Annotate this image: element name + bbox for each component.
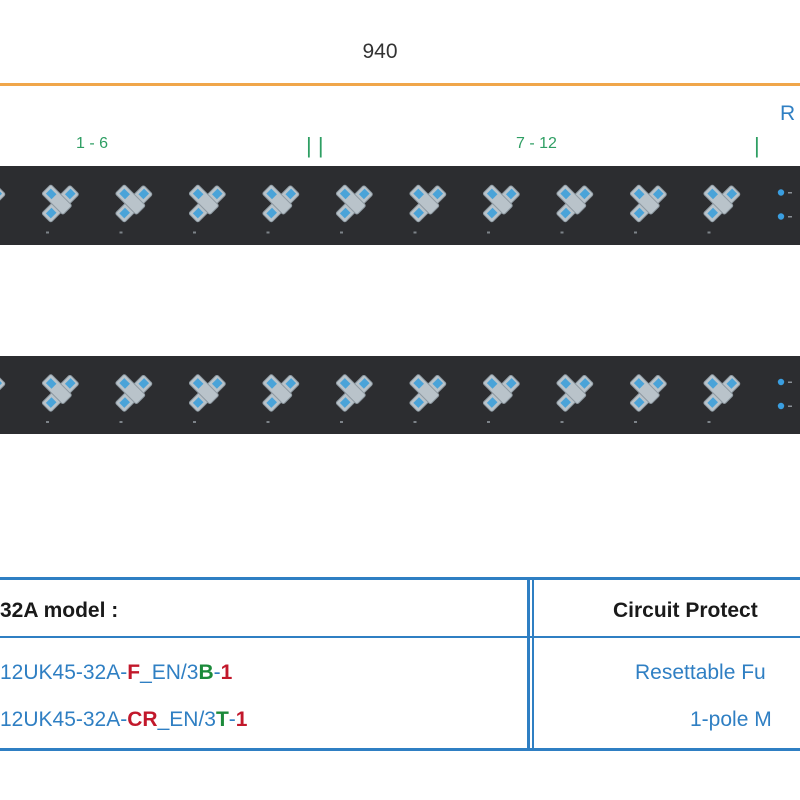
table-bottom-border: [0, 748, 800, 751]
group-label-7-12: 7 - 12: [516, 135, 557, 152]
outlet-number-mark: [560, 231, 564, 234]
outlet-number-mark: [560, 421, 564, 423]
code-language: _EN/3: [157, 708, 216, 731]
group-separator-1: | |: [306, 133, 324, 158]
outlet-number-mark: [487, 231, 490, 234]
group-label-1-6: 1 - 6: [76, 135, 109, 152]
outlet-number-mark: [46, 231, 49, 234]
status-led-icon: [777, 402, 785, 410]
dimension-line: [0, 83, 800, 86]
outlet-socket: [262, 184, 300, 223]
outlet-socket: [629, 184, 667, 223]
status-led-mark: [788, 216, 792, 218]
table-column-divider-a: [527, 577, 530, 751]
table-header-divider: [0, 636, 800, 638]
pdu-strip-bottom-graphic: [0, 374, 792, 423]
outlet-socket: [335, 374, 373, 412]
code-base: 12UK45-32A-: [0, 708, 128, 731]
outlet-socket: [41, 374, 79, 412]
model-table: 32A model : Circuit Protect 12UK45-32A-F…: [0, 577, 800, 751]
outlet-socket: [556, 184, 594, 223]
pdu-strip-bottom: [0, 356, 800, 434]
code-type-option: B: [198, 661, 214, 684]
outlet-number-mark: [340, 231, 343, 234]
outlet-socket: [629, 374, 667, 412]
outlet-socket: [0, 374, 6, 412]
code-dash: -: [228, 708, 236, 731]
outlet-number-mark: [340, 421, 343, 423]
table-header-model: 32A model :: [0, 599, 119, 622]
pdu-strip-top-graphic: [0, 184, 792, 234]
outlet-number-mark: [46, 421, 49, 423]
outlet-socket: [335, 184, 373, 223]
table-header-protection: Circuit Protect: [613, 599, 758, 622]
outlet-socket: [262, 374, 300, 412]
outlet-number-mark: [193, 231, 196, 234]
outlet-socket: [556, 374, 594, 412]
outlet-number-mark: [634, 231, 637, 234]
outlet-number-mark: [413, 231, 417, 234]
protection-row-2: 1-pole M: [690, 708, 772, 731]
outlet-number-mark: [266, 231, 270, 234]
outlet-socket: [41, 184, 79, 223]
outlet-number-mark: [707, 231, 711, 234]
dimension-width-label: 940: [362, 40, 398, 63]
code-base: 12UK45-32A-: [0, 661, 128, 684]
code-protection-option: CR: [127, 708, 158, 731]
outlet-socket: [115, 374, 153, 412]
table-column-divider-b: [532, 577, 534, 751]
protection-row-1: Resettable Fu: [635, 661, 766, 684]
outlet-socket: [482, 374, 520, 412]
outlet-socket: [703, 374, 741, 412]
outlet-number-mark: [266, 421, 270, 423]
outlet-socket: [188, 374, 226, 412]
outlet-number-mark: [487, 421, 490, 423]
code-type-option: T: [215, 708, 229, 731]
status-led-mark: [788, 405, 792, 407]
status-led-mark: [788, 381, 792, 383]
outlet-socket: [0, 185, 6, 223]
outlet-socket: [482, 184, 520, 223]
outlet-socket: [115, 184, 153, 223]
outlet-number-mark: [193, 421, 196, 423]
outlet-number-mark: [707, 421, 711, 423]
code-language: _EN/3: [140, 661, 199, 684]
code-dash: -: [213, 661, 221, 684]
outlet-number-mark: [119, 421, 123, 423]
outlet-number-mark: [634, 421, 637, 423]
outlet-number-mark: [119, 231, 123, 234]
rack-label: R: [780, 102, 796, 125]
status-led-icon: [777, 213, 785, 220]
group-separator-2: |: [754, 133, 760, 158]
outlet-socket: [409, 374, 447, 412]
outlet-number-mark: [413, 421, 417, 423]
outlet-socket: [188, 184, 226, 223]
model-code-row-1: 12UK45-32A-F_EN/3B-1: [0, 661, 232, 685]
code-suffix: 1: [235, 708, 248, 731]
outlet-socket: [703, 184, 741, 223]
code-protection-option: F: [127, 661, 141, 684]
table-top-border: [0, 577, 800, 580]
model-code-row-2: 12UK45-32A-CR_EN/3T-1: [0, 708, 247, 732]
outlet-socket: [409, 184, 447, 223]
status-led-mark: [788, 192, 792, 194]
status-led-icon: [777, 378, 785, 386]
code-suffix: 1: [220, 661, 233, 684]
status-led-icon: [777, 189, 785, 196]
pdu-strip-top: [0, 166, 800, 245]
